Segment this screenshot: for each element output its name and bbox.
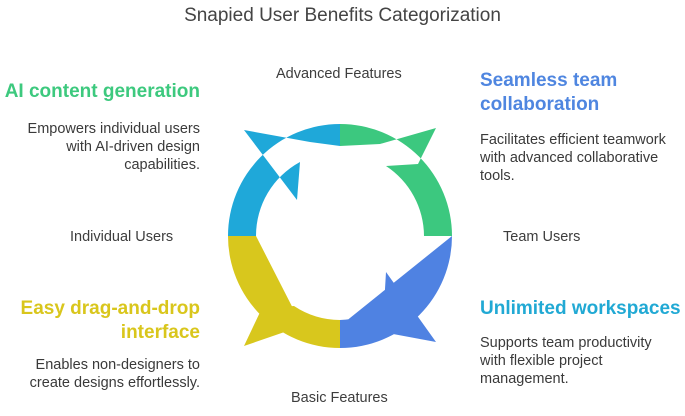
ring-segment-top-right	[340, 124, 452, 236]
quadrant-desc-drag-drop: Enables non-designers to create designs …	[29, 357, 200, 391]
axis-label-right: Team Users	[503, 229, 581, 245]
ring-segment-bottom-left	[228, 236, 340, 348]
quadrant-title-team-collaboration: Seamless team collaboration	[480, 70, 618, 115]
axis-label-bottom: Basic Features	[291, 390, 388, 406]
quadrant-title-workspaces: Unlimited workspaces	[480, 298, 681, 319]
axis-label-top: Advanced Features	[276, 66, 402, 82]
ring-segment-bottom-right	[340, 236, 452, 348]
ring-segment-top-left	[228, 124, 340, 236]
quadrant-desc-workspaces: Supports team productivity with flexible…	[480, 335, 652, 387]
quadrant-title-ai-content: AI content generation	[4, 81, 200, 102]
quadrant-desc-ai-content: Empowers individual users with AI-driven…	[27, 121, 200, 173]
quadrant-title-drag-drop: Easy drag-and-drop interface	[20, 298, 200, 343]
axis-label-left: Individual Users	[70, 229, 174, 245]
quadrant-desc-team-collaboration: Facilitates efficient teamwork with adva…	[480, 132, 666, 184]
diagram-title: Snapied User Benefits Categorization	[184, 5, 501, 26]
